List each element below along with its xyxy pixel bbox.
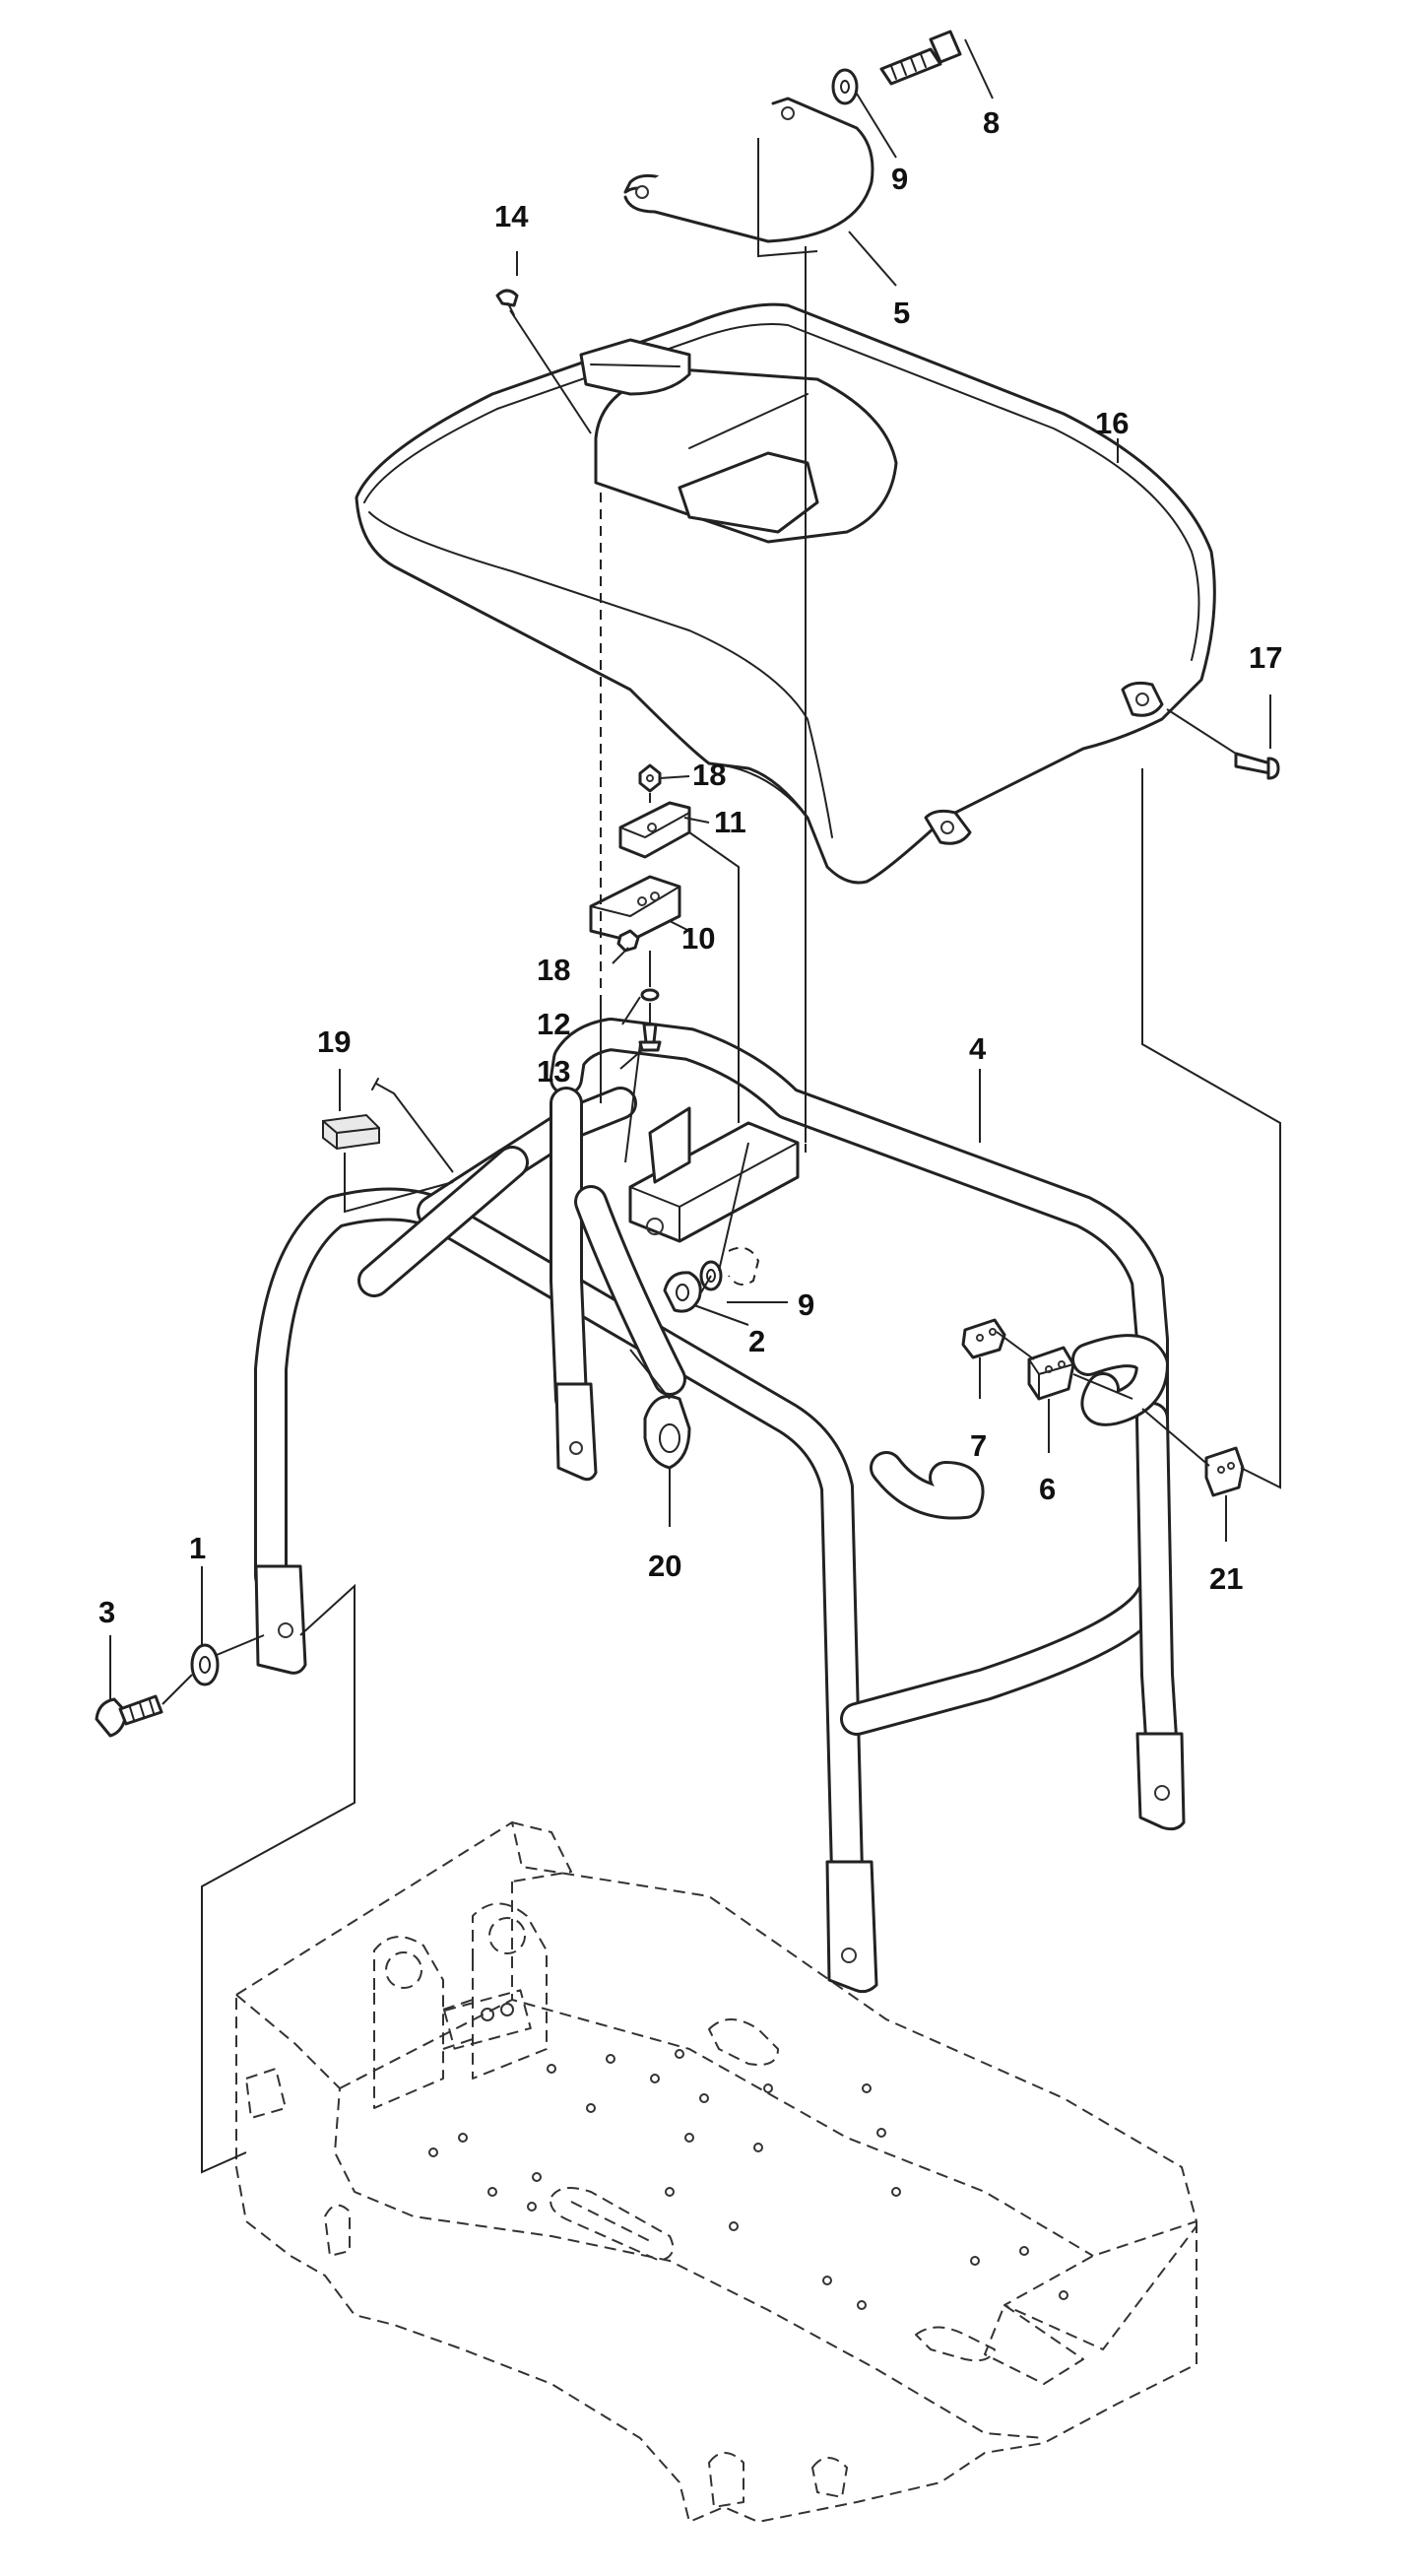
clip-part-7 [961,1318,1006,1359]
screw-part-17 [1234,752,1280,780]
callout-13: 13 [537,1054,570,1089]
frame-mount-bracket [628,1106,800,1243]
clip-part-6 [1027,1346,1075,1401]
washer-part-1 [190,1643,220,1686]
clip-part-21 [1204,1446,1245,1497]
bushing-part-20 [643,1395,691,1470]
clip-part-11 [618,801,691,859]
callout-17: 17 [1249,640,1282,675]
washer-part-12 [640,988,660,1002]
callout-10: 10 [681,921,715,956]
washer-part-9-lower [699,1246,760,1291]
callout-12: 12 [537,1007,570,1041]
callout-8: 8 [983,105,1000,140]
callout-16: 16 [1095,406,1129,440]
base-plate-outline [235,1821,1197,2523]
base-bolt-holes [428,2049,1068,2310]
callout-7: 7 [970,1428,987,1463]
callout-18-top: 18 [692,758,726,792]
callout-6: 6 [1039,1472,1056,1506]
nut-part-18-lower [616,929,640,953]
callout-14: 14 [494,199,529,233]
nut-part-18-top [638,763,662,793]
callout-9-top: 9 [891,162,908,196]
callout-20: 20 [648,1549,681,1583]
callout-2: 2 [748,1324,765,1358]
callout-1: 1 [189,1531,206,1565]
screw-part-14 [495,289,519,316]
callout-11: 11 [714,805,746,839]
nut-part-2 [663,1271,702,1313]
bolt-part-3 [95,1694,163,1738]
bolt-part-13 [638,1023,662,1052]
callout-21: 21 [1209,1561,1243,1596]
callout-3: 3 [98,1595,115,1629]
washer-part-9-top [831,68,859,105]
callout-18-lower: 18 [537,953,570,987]
cover-part-16 [355,302,1216,885]
callout-4: 4 [969,1031,987,1066]
callout-19: 19 [317,1024,351,1059]
callout-5: 5 [893,296,910,330]
callout-labels: 8 9 5 14 16 17 18 11 10 18 12 13 19 4 9 … [98,105,1282,1629]
pad-part-19 [322,1113,380,1151]
frame-part-4 [254,1018,1186,1994]
bolt-part-8 [879,30,962,86]
screw-near-19 [371,1078,395,1094]
bracket-part-10 [589,875,681,943]
handle-part-5 [623,97,874,243]
callout-9-lower: 9 [798,1288,814,1322]
assembly-lines [162,138,1281,2174]
callout-leaders [109,38,1271,1699]
